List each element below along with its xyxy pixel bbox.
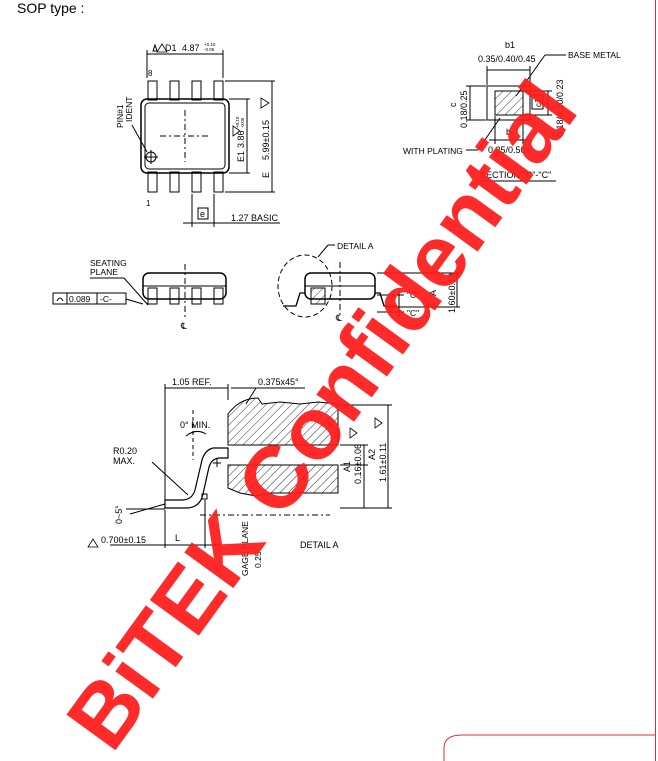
gage-plane: GAGE PLANE [240,521,250,576]
seating-plane-2: PLANE [90,267,118,277]
b-label: b [506,127,511,137]
frame-border [655,0,656,761]
a2-value: 1.61±0.11 [378,443,388,482]
ref-length: 1.05 REF. [172,377,212,387]
base-metal-section [494,90,524,116]
side-view-labels: SEATING PLANE 0.089 -C- ℄ [69,258,187,331]
d1-value: 4.87 [182,43,200,53]
lead-top-4 [213,80,224,101]
plated-lead-section [486,85,531,121]
end-view-labels: DETAIL A "C" "C" A 1.60±0.13 ℄ [335,241,457,323]
end-height-value: 1.60±0.13 [447,273,457,313]
side-view [52,264,227,318]
gage-value: 0.25 [253,551,263,568]
pin1-label: 1 [146,199,151,208]
a1-value: 0.16±0.06 [353,444,363,484]
section-title: SECTION "C"-"C" [480,170,551,180]
c-value: 0.18/0.25 [459,90,469,128]
c-ref-lower: "C" [407,308,419,318]
e-label: E [261,172,271,178]
section-cc-labels: b1 0.35/0.40/0.45 BASE METAL c 0.18/0.25… [403,40,621,180]
lead-top-2 [169,80,180,101]
pin1-ident-1: PIN#1 [115,104,125,128]
a2-label: A2 [367,449,377,460]
section-cc [466,54,566,182]
pin8-label: 8 [148,69,153,78]
b1-label: b1 [505,40,515,50]
detail-a-title: DETAIL A [300,540,339,550]
detail-a-circle [277,254,333,318]
with-plating-label: WITH PLATING [403,146,463,156]
centerline-mark-side: ℄ [180,321,187,331]
radius-2: MAX. [113,456,135,466]
top-view [131,43,280,227]
end-view [277,244,460,318]
delta-markers-top [156,43,270,137]
l-label: L [175,533,180,543]
detail-body-upper [227,397,339,446]
lead-bot-1 [147,171,158,193]
lead-top-3 [191,80,202,101]
package-body [140,98,230,174]
l-value: 0.700±0.15 [101,535,146,545]
top-view-labels: D1 4.87 +0.10 -0.05 8 1 PIN#1 IDENT E1 3… [115,42,279,223]
delta-markers-detail [87,417,383,548]
bottom-frame-corner [443,734,655,761]
e1-tol-minus: -0.05 [240,117,245,128]
pitch-value: 1.27 BASIC [231,213,279,223]
e-value: 5.99±0.15 [261,120,271,160]
e1-tol-plus: +0.10 [235,116,240,128]
c1-value: 0.18/0.20/0.23 [555,79,565,137]
detail-lead [164,447,229,509]
chamfer-value: 0.375x45° [258,377,299,387]
radius-1: R0.20 [113,446,137,456]
e1-label: E1 [236,151,246,162]
detail-a [110,384,392,548]
centerline-mark-end: ℄ [335,313,342,323]
e1-value: 3.86 [236,130,246,148]
b-value: 0.35/0.50 [488,145,526,155]
c1-label: c1 [534,98,543,107]
lead-bot-3 [191,171,202,193]
lead-bot-2 [169,171,180,193]
b1-value: 0.35/0.40/0.45 [478,54,536,64]
end-a-label: A [428,290,438,296]
detail-a-label-top: DETAIL A [337,241,374,251]
flatness-ref: -C- [100,294,112,304]
foot-angle: 0~5° [114,505,124,524]
page-title: SOP type : [17,0,85,16]
lead-bot-4 [213,171,224,193]
flatness-frame [52,292,127,305]
seating-plane-1: SEATING [90,258,127,268]
a1-label: A1 [342,461,352,472]
pitch-e-label: e [200,209,205,219]
detail-a-labels: 1.05 REF. 0.375x45° 0° MIN. R0.20 MAX. 0… [101,377,388,576]
min-angle: 0° MIN. [180,420,210,430]
detail-body-lower [227,464,339,497]
flatness-value: 0.089 [69,294,91,304]
d1-label: D1 [165,43,177,53]
c-label: c [448,102,458,107]
watermark-text: BiTEK Confidential [47,63,595,761]
d1-tol-plus: +0.10 [204,42,216,47]
base-metal-label: BASE METAL [568,50,621,60]
pin1-ident-2: IDENT [124,97,134,123]
d1-tol-minus: -0.05 [204,47,215,52]
lead-top-1 [147,80,158,101]
c-ref-upper: "C" [407,290,419,300]
